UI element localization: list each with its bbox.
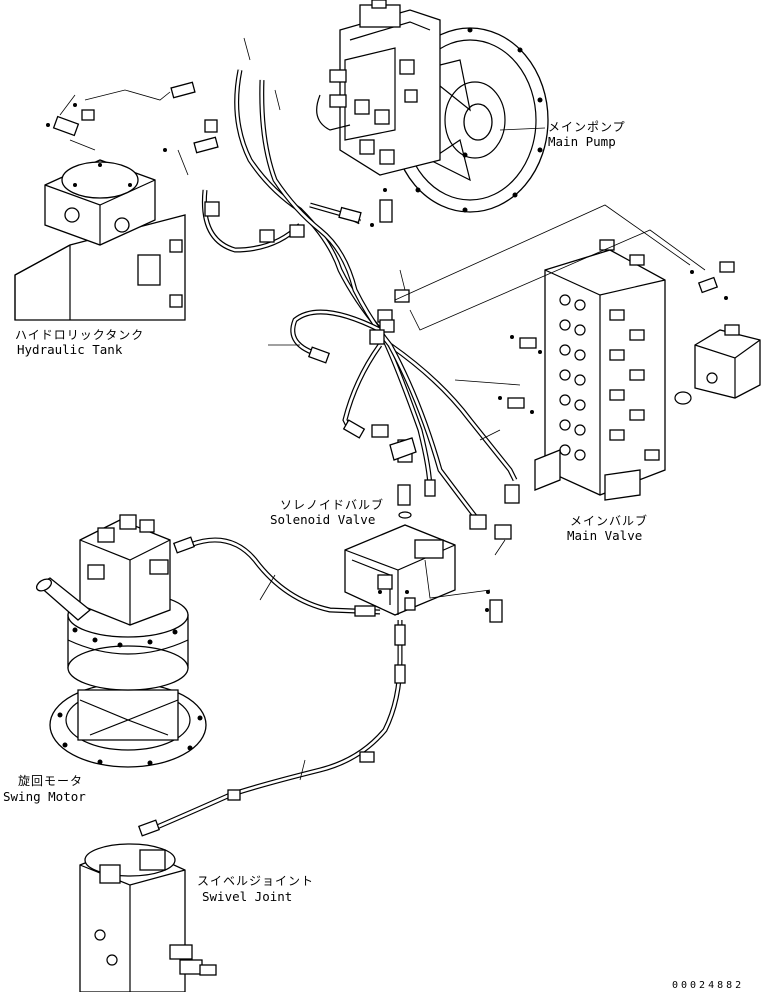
- swivel-joint-drawing: [79, 843, 217, 992]
- swivel-joint-label-jp: スイベルジョイント: [197, 874, 314, 888]
- main-valve-label-jp: メインバルブ: [570, 513, 648, 528]
- tank-fittings: [46, 81, 219, 176]
- pilot-block-drawing: [674, 261, 761, 405]
- hydraulic-tank-label-jp: ハイドロリックタンク: [15, 328, 144, 342]
- leader-lines: [243, 37, 706, 781]
- swing-motor-label-en: Swing Motor: [3, 789, 86, 804]
- swivel-joint-label-en: Swivel Joint: [202, 889, 292, 904]
- hydraulic-tank-drawing: [14, 159, 186, 321]
- main-valve-label-en: Main Valve: [567, 528, 642, 543]
- hydraulic-tank-label-en: Hydraulic Tank: [17, 342, 123, 357]
- swing-motor-label-jp: 旋回モータ: [18, 774, 83, 788]
- solenoid-valve-drawing: [344, 437, 456, 616]
- solenoid-valve-label-en: Solenoid Valve: [270, 512, 375, 527]
- solenoid-valve-label-jp: ソレノイドバルブ: [280, 497, 384, 512]
- main-pump-drawing: [316, 0, 549, 213]
- hose-fittings: [137, 188, 542, 837]
- label-main-pump: メインポンプ Main Pump: [548, 120, 626, 149]
- label-solenoid-valve: ソレノイドバルブ Solenoid Valve: [270, 497, 384, 527]
- main-valve-drawing: [534, 239, 666, 501]
- swing-motor-drawing: [35, 514, 207, 768]
- label-main-valve: メインバルブ Main Valve: [567, 513, 648, 543]
- main-pump-label-jp: メインポンプ: [548, 120, 626, 134]
- part-number: 00024882: [672, 980, 744, 991]
- main-pump-label-en: Main Pump: [548, 134, 616, 149]
- label-hydraulic-tank: ハイドロリックタンク Hydraulic Tank: [15, 328, 144, 357]
- label-swivel-joint: スイベルジョイント Swivel Joint: [197, 874, 314, 904]
- label-swing-motor: 旋回モータ Swing Motor: [3, 774, 86, 804]
